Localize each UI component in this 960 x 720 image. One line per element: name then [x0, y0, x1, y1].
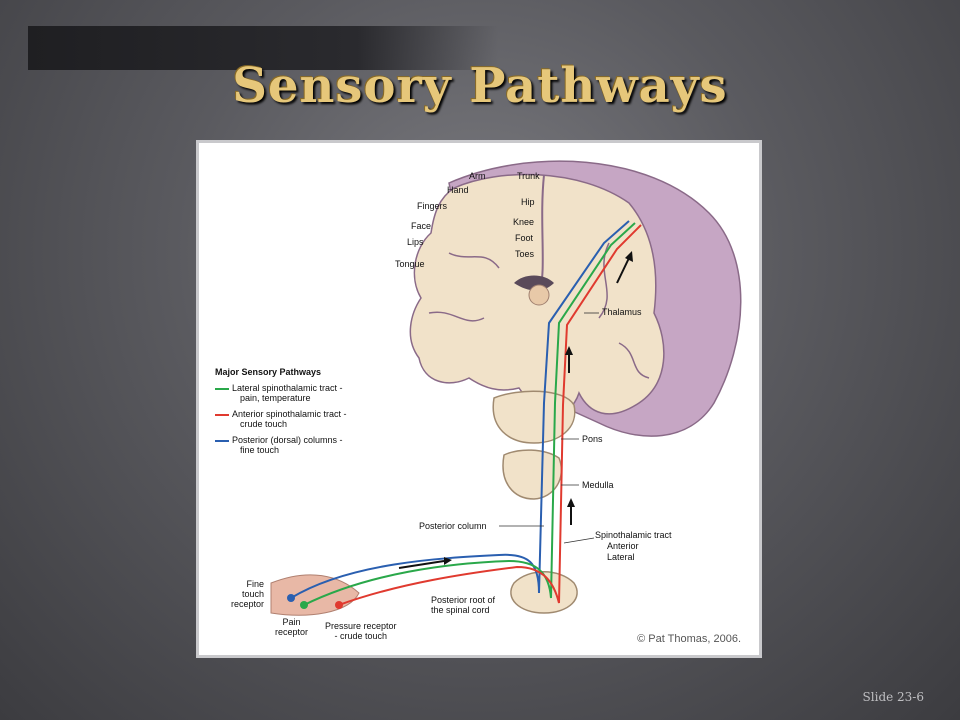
label-toes: Toes [515, 249, 535, 259]
legend-swatch [215, 388, 229, 390]
label-pressure-receptor: Pressure receptor - crude touch [325, 621, 397, 641]
arrow-icon [398, 560, 445, 569]
label-arm: Arm [469, 171, 486, 181]
label-hand: Hand [447, 185, 469, 195]
label-knee: Knee [513, 217, 535, 227]
label-thalamus: Thalamus [602, 307, 642, 317]
legend-item-line2: pain, temperature [240, 393, 311, 403]
legend-item-line1: Anterior spinothalamic tract - [232, 409, 347, 419]
legend-item-anterior: Anterior spinothalamic tract - crude tou… [215, 409, 347, 429]
label-tongue: Tongue [395, 259, 425, 269]
label-anterior: Anterior [607, 541, 639, 551]
label-hip: Hip [521, 197, 535, 207]
label-posterior-column: Posterior column [419, 521, 487, 531]
label-fingers: Fingers [417, 201, 448, 211]
skin-tissue [270, 574, 360, 616]
legend-item-line2: fine touch [240, 445, 280, 455]
legend-swatch [215, 414, 229, 416]
arrow-icon [616, 257, 630, 284]
anterior-spinothalamic-path [338, 224, 642, 606]
legend-swatch [215, 440, 229, 442]
legend-item-posterior: Posterior (dorsal) columns - fine touch [215, 435, 343, 455]
label-spinothalamic-tract: Spinothalamic tract [595, 530, 672, 540]
label-medulla: Medulla [582, 480, 614, 490]
label-pain-receptor: Pain receptor [275, 617, 309, 637]
slide-title: Sensory Pathways [232, 58, 728, 114]
copyright-notice: © Pat Thomas, 2006. [637, 633, 741, 645]
label-trunk: Trunk [517, 171, 540, 181]
brain-illustration [270, 160, 742, 616]
legend-item-line1: Lateral spinothalamic tract - [232, 383, 343, 393]
posterior-column-path [290, 220, 630, 599]
label-lateral: Lateral [607, 552, 635, 562]
label-lips: Lips [407, 237, 424, 247]
legend-item-lateral: Lateral spinothalamic tract - pain, temp… [215, 383, 343, 403]
lateral-spinothalamic-path [303, 222, 636, 606]
legend-item-line1: Posterior (dorsal) columns - [232, 435, 343, 445]
slide-number: Slide 23-6 [862, 690, 924, 704]
sensory-pathways-figure: Arm Trunk Hand Hip Fingers Knee Face Foo… [196, 140, 762, 658]
legend-title: Major Sensory Pathways [215, 367, 322, 377]
label-face: Face [411, 221, 432, 231]
legend-item-line2: crude touch [240, 419, 288, 429]
label-fine-touch-receptor: Fine touch receptor [231, 579, 265, 609]
medulla-shape [502, 449, 563, 500]
label-posterior-root: Posterior root of the spinal cord [431, 595, 496, 615]
title-backdrop [28, 26, 498, 70]
label-pons: Pons [582, 434, 603, 444]
spinal-cord-section [510, 571, 578, 614]
label-foot: Foot [515, 233, 534, 243]
